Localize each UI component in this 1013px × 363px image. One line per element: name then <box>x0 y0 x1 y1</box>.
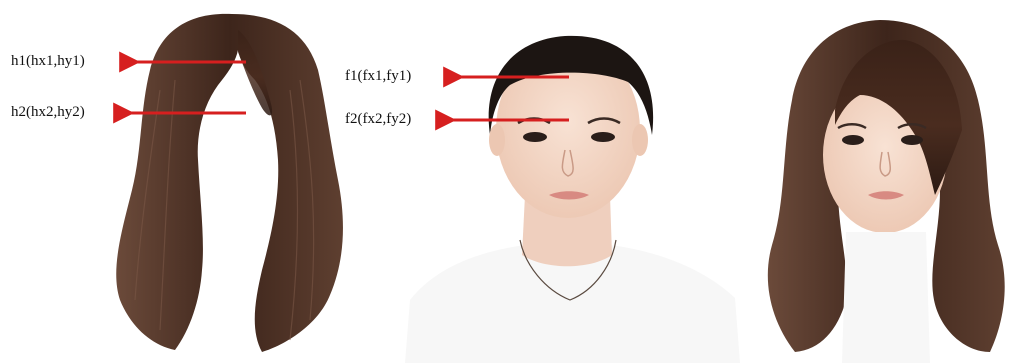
composite-bangs <box>835 39 962 195</box>
composite-face-features <box>837 123 927 200</box>
wig-panel <box>116 13 343 352</box>
face-photo-panel <box>405 35 740 363</box>
label-f2: f2(fx2,fy2) <box>345 111 412 127</box>
wig-strands <box>134 79 315 341</box>
left-ear <box>489 124 505 156</box>
face <box>496 42 640 218</box>
wig-bangs <box>238 30 273 116</box>
label-f1: f1(fx1,fy1) <box>345 68 412 84</box>
arrows <box>113 51 569 131</box>
face-features <box>517 117 621 200</box>
short-hair <box>488 35 654 135</box>
label-h2: h2(hx2,hy2) <box>11 104 85 120</box>
shirt <box>405 245 740 363</box>
necklace <box>519 239 617 301</box>
right-ear <box>632 124 648 156</box>
wig-hair <box>116 13 343 352</box>
label-h1: h1(hx1,hy1) <box>11 53 85 69</box>
composite-neck <box>842 232 930 363</box>
composite-panel <box>767 20 1005 363</box>
